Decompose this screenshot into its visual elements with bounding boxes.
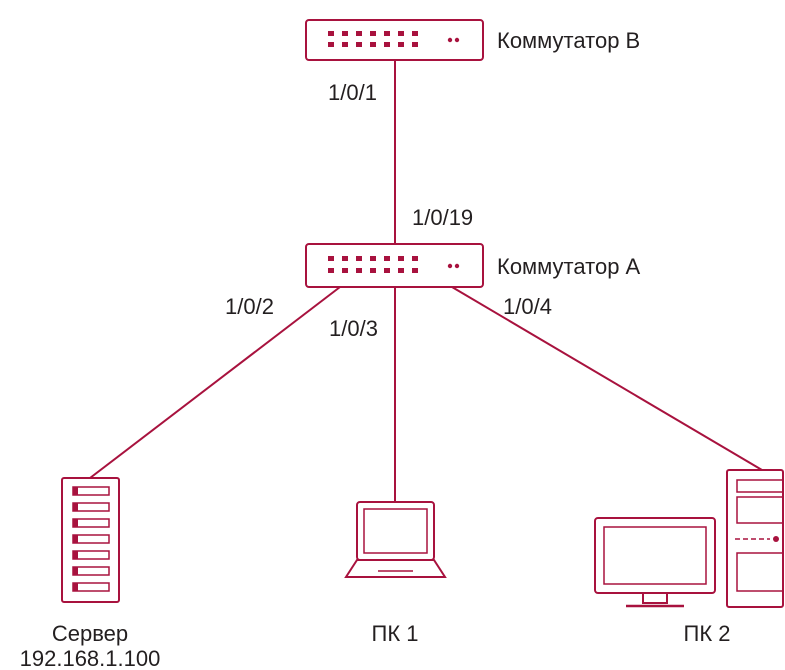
port-label-a-uplink: 1/0/19	[412, 205, 473, 230]
pc2-label: ПК 2	[684, 621, 731, 646]
desktop-pc-icon	[594, 469, 784, 608]
port-label-a-pc1: 1/0/3	[329, 316, 378, 341]
pc2[interactable]: ПК 2	[594, 469, 784, 646]
connections	[89, 60, 763, 502]
server-ip: 192.168.1.100	[20, 646, 161, 670]
server[interactable]: Сервер 192.168.1.100	[20, 477, 161, 670]
network-switch-icon	[305, 19, 484, 61]
pc1[interactable]: ПК 1	[344, 501, 447, 646]
port-label-a-pc2: 1/0/4	[503, 294, 552, 319]
laptop-icon	[344, 501, 447, 578]
link-switch-a-pc2	[451, 286, 763, 471]
network-switch-icon	[305, 243, 484, 288]
port-label-a-server: 1/0/2	[225, 294, 274, 319]
switch-b-label: Коммутатор B	[497, 28, 640, 53]
link-switch-a-server	[89, 286, 341, 479]
switch-a-label: Коммутатор A	[497, 254, 641, 279]
port-label-b-uplink: 1/0/1	[328, 80, 377, 105]
server-icon	[61, 477, 120, 603]
switch-a[interactable]: Коммутатор A	[305, 243, 641, 288]
port-labels: 1/0/1 1/0/19 1/0/2 1/0/3 1/0/4	[225, 80, 552, 341]
switch-b[interactable]: Коммутатор B	[305, 19, 640, 61]
server-label: Сервер	[52, 621, 128, 646]
pc1-label: ПК 1	[372, 621, 419, 646]
